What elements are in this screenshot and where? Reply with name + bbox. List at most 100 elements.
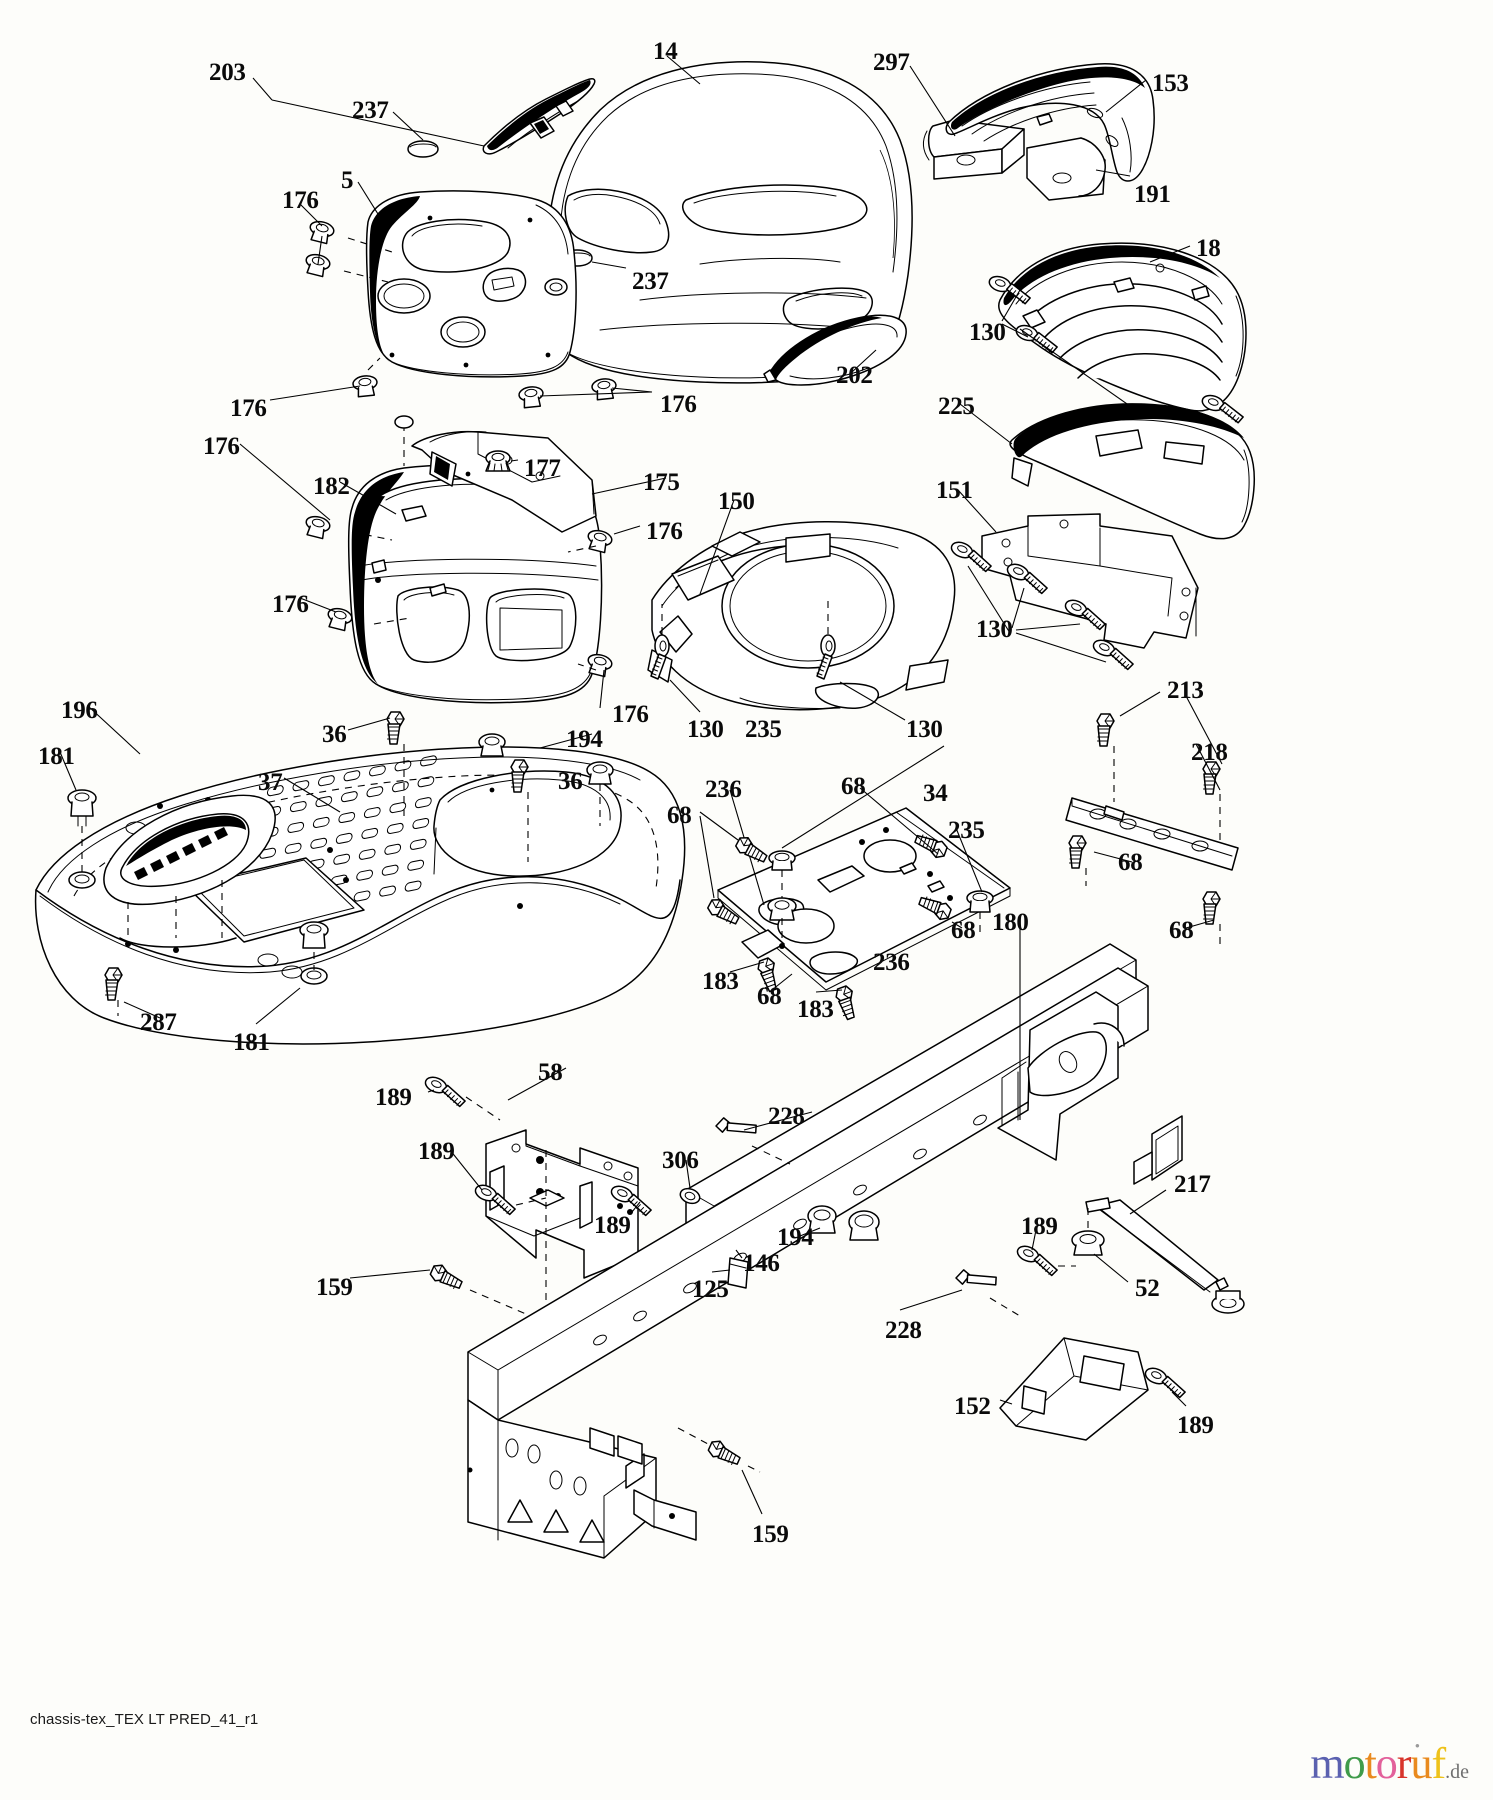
callout-236-a: 236	[705, 776, 742, 803]
callout-196: 196	[61, 697, 98, 724]
hardware-228-pins	[715, 1111, 1021, 1317]
callout-152: 152	[954, 1393, 991, 1420]
callout-237-b: 237	[632, 268, 669, 295]
callout-58: 58	[538, 1059, 563, 1086]
callout-52: 52	[1135, 1275, 1160, 1302]
callout-175: 175	[643, 469, 680, 496]
callout-leaders	[59, 55, 1191, 1120]
part-58-bracket	[485, 1129, 639, 1279]
callout-189-a: 189	[375, 1084, 412, 1111]
callout-213: 213	[1167, 677, 1204, 704]
callout-189-c: 189	[594, 1212, 631, 1239]
logo-letter-f: f	[1431, 1739, 1446, 1788]
callout-68-e: 68	[1169, 917, 1194, 944]
hardware-68-group	[699, 787, 963, 929]
hardware-213-bolts	[1096, 691, 1223, 840]
callout-68-a: 68	[841, 773, 866, 800]
callout-130-a: 130	[969, 319, 1006, 346]
callout-189-e: 189	[1177, 1412, 1214, 1439]
callout-183-a: 183	[702, 968, 739, 995]
part-225-lower-grille-trim	[1009, 403, 1255, 540]
callout-36-a: 36	[322, 721, 347, 748]
hardware-159-bolt-left	[349, 1261, 541, 1321]
part-153-front-bumper	[945, 63, 1155, 182]
callout-18: 18	[1196, 235, 1221, 262]
logo-letter-u: u	[1410, 1739, 1432, 1788]
callout-183-b: 183	[797, 996, 834, 1023]
callout-176-c: 176	[660, 391, 697, 418]
part-5-dash-panel	[365, 190, 577, 378]
part-180-main-frame	[467, 943, 1183, 1559]
motoruf-watermark-logo: •motoruf.de	[1310, 1739, 1469, 1788]
callout-228-b: 228	[885, 1317, 922, 1344]
hardware-235-236-nuts	[729, 745, 994, 949]
hardware-181-grommets	[67, 789, 329, 985]
hardware-159-bolt-bottom	[677, 1427, 763, 1515]
callout-235-b: 235	[948, 817, 985, 844]
part-175-upper-brace	[411, 430, 597, 533]
callout-218: 218	[1191, 739, 1228, 766]
callout-194-a: 194	[566, 726, 603, 753]
callout-306: 306	[662, 1147, 699, 1174]
part-217-tie-rod	[1071, 1189, 1245, 1314]
callout-181-a: 181	[38, 743, 75, 770]
logo-letter-o2: o	[1375, 1739, 1398, 1788]
part-152-skid-plate	[999, 1337, 1149, 1441]
callout-203: 203	[209, 59, 246, 86]
callout-181-b: 181	[233, 1029, 270, 1056]
callout-176-b: 176	[230, 395, 267, 422]
part-196-seat-pad	[103, 794, 276, 953]
logo-suffix-de: .de	[1445, 1761, 1469, 1783]
drawing-code-label: chassis-tex_TEX LT PRED_41_r1	[30, 1711, 259, 1728]
logo-letter-m: m	[1310, 1739, 1344, 1788]
hardware-176-group-lower	[351, 357, 619, 409]
callout-150: 150	[718, 488, 755, 515]
callout-182: 182	[313, 473, 350, 500]
part-203-trim-rail	[482, 78, 596, 155]
callout-153: 153	[1152, 70, 1189, 97]
hardware-176-group-console	[302, 415, 615, 679]
callout-176-f: 176	[272, 591, 309, 618]
hardware-177-nut	[485, 450, 511, 472]
part-202-side-trim	[763, 314, 907, 386]
callout-36-b: 36	[558, 768, 583, 795]
hardware-68-strap	[1068, 743, 1221, 944]
callout-189-b: 189	[418, 1138, 455, 1165]
part-151-grille-bracket	[981, 513, 1199, 649]
callout-237-a: 237	[352, 97, 389, 124]
part-150-blower-housing	[647, 521, 956, 711]
callout-34: 34	[923, 780, 948, 807]
part-14-hood	[547, 61, 913, 384]
hardware-287-bolt	[104, 967, 123, 1016]
callout-189-d: 189	[1021, 1213, 1058, 1240]
callout-68-b: 68	[667, 802, 692, 829]
callout-228-a: 228	[768, 1103, 805, 1130]
callout-225: 225	[938, 393, 975, 420]
callout-236-b: 236	[873, 949, 910, 976]
callout-68-f: 68	[757, 983, 782, 1010]
callout-159-b: 159	[752, 1521, 789, 1548]
callout-130-b: 130	[976, 616, 1013, 643]
hardware-52-bushing	[1071, 1230, 1105, 1256]
callout-176-d: 176	[203, 433, 240, 460]
callout-180: 180	[992, 909, 1029, 936]
callout-151: 151	[936, 477, 973, 504]
callout-287: 287	[140, 1009, 177, 1036]
hardware-306-194-146-125	[679, 1159, 880, 1289]
logo-letter-o1: o	[1343, 1739, 1366, 1788]
callout-235-a: 235	[745, 716, 782, 743]
callout-68-d: 68	[951, 917, 976, 944]
callout-217: 217	[1174, 1171, 1211, 1198]
hardware-130-group-blower	[650, 600, 906, 721]
callout-191: 191	[1134, 181, 1171, 208]
part-297-bumper-block-left	[923, 119, 1025, 180]
part-191-bumper-block-right	[1026, 137, 1106, 201]
logo-dot: •	[1414, 1739, 1420, 1755]
callout-176-g: 176	[612, 701, 649, 728]
hardware-130-group-bracket	[946, 538, 1138, 672]
callout-202: 202	[836, 362, 873, 389]
hardware-189-right	[1012, 1229, 1190, 1407]
logo-letter-r: r	[1396, 1739, 1412, 1788]
callout-177: 177	[524, 455, 561, 482]
